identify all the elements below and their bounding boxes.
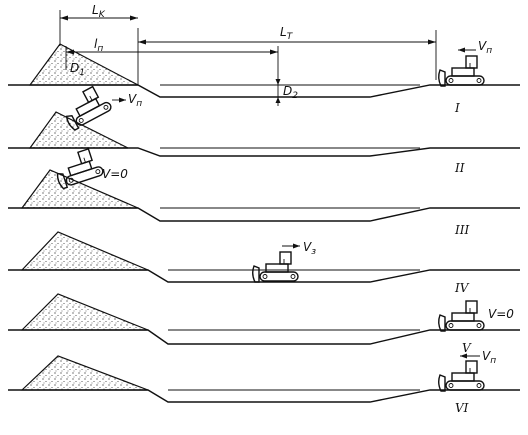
ground-line [8, 147, 520, 157]
label-d2: D2 [283, 84, 298, 101]
ground-line [8, 269, 520, 283]
speed-label: Vп [482, 349, 496, 366]
spoil-pile [20, 293, 149, 331]
bulldozer [51, 146, 106, 190]
stage-3: V=0 III [8, 146, 520, 237]
stage-numeral: IV [454, 281, 470, 295]
ground-line [8, 389, 520, 403]
speed-label: Vз [303, 240, 316, 257]
bulldozer [438, 360, 485, 392]
speed-label: Vп [478, 39, 492, 56]
speed-label: V=0 [488, 307, 514, 321]
stage-1: LK LT lп D1 D2 Vп I [8, 3, 520, 115]
ground-line [8, 207, 520, 222]
stage-numeral: III [454, 223, 469, 237]
stage-numeral: II [454, 161, 465, 175]
ground-line [8, 329, 520, 345]
bulldozer [438, 55, 485, 87]
stage-4: Vз IV [8, 231, 520, 295]
label-lp: lп [94, 37, 103, 54]
label-d1: D1 [70, 61, 85, 78]
spoil-pile [20, 355, 149, 391]
stage-2: Vп II [8, 82, 520, 175]
speed-label: V=0 [102, 167, 128, 181]
spoil-pile [28, 111, 129, 149]
speed-label: Vп [128, 92, 142, 109]
stage-6: Vп VI [8, 349, 520, 415]
stage-numeral: V [462, 341, 472, 355]
label-lt: LT [280, 25, 294, 42]
spoil-pile [20, 231, 149, 271]
stage-numeral: I [454, 101, 460, 115]
label-lk: LK [92, 3, 106, 20]
bulldozer [252, 251, 299, 283]
bulldozer [438, 300, 485, 332]
stage-5: V=0 V [8, 293, 520, 355]
spoil-pile [28, 43, 139, 86]
stage-numeral: VI [455, 401, 469, 415]
